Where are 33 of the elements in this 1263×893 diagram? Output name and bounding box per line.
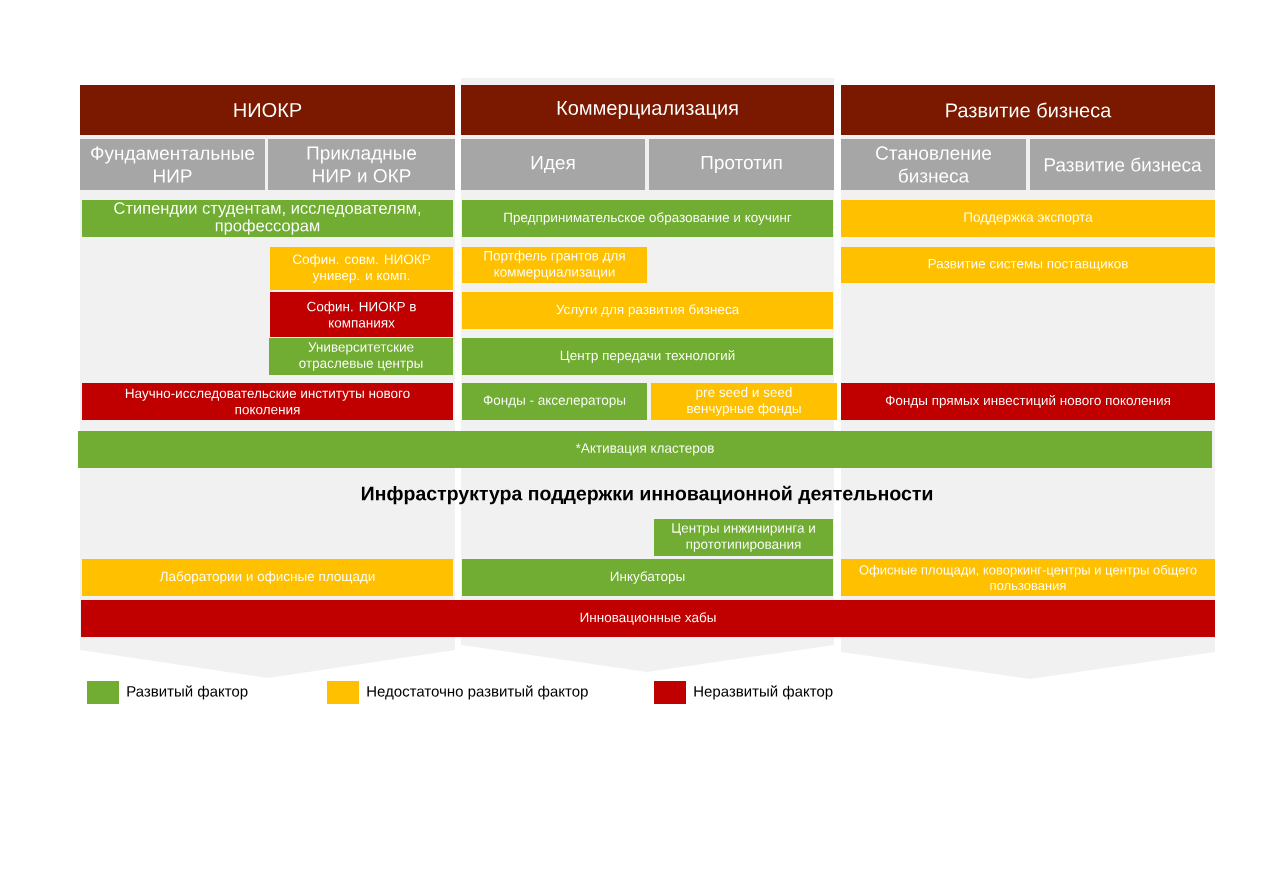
stage-header: Развитие бизнеса (841, 85, 1215, 135)
phase-header: Развитие бизнеса (1030, 139, 1215, 190)
factor-box: Портфель грантов для коммерциализации (462, 247, 647, 283)
factor-box: Софин. совм. НИОКР универ. и комп. (270, 247, 453, 290)
section-heading: Инфраструктура поддержки инновационной деятельности (361, 485, 933, 505)
phase-header: Идея (461, 139, 645, 190)
factor-box: Инкубаторы (462, 559, 833, 596)
factor-box: Центр передачи технологий (462, 338, 833, 375)
factor-box: Университетские отраслевые центры (269, 338, 453, 375)
factor-box: Фонды прямых инвестиций нового поколения (841, 383, 1215, 420)
legend-label: Развитый фактор (127, 685, 248, 700)
factor-box: Инновационные хабы (81, 600, 1215, 637)
factor-box: *Активация кластеров (78, 431, 1212, 468)
phase-header: Фундаментальные НИР (80, 139, 265, 190)
factor-box: Научно-исследовательские институты нового поколения (82, 383, 453, 420)
factor-box: Офисные площади, коворкинг-центры и центры общего пользования (841, 559, 1215, 596)
factor-box: Предпринимательское образование и коучинг (462, 200, 833, 237)
factor-box: Стипендии студентам, исследователям, профессорам (82, 200, 453, 237)
factor-box: Лаборатории и офисные площади (82, 559, 453, 596)
stage-header: Коммерциализация (461, 85, 834, 135)
factor-box: Развитие системы поставщиков (841, 247, 1215, 283)
factor-box: Центры инжиниринга и прототипирования (654, 519, 833, 556)
factor-box: pre seed и seed венчурные фонды (651, 383, 837, 420)
factor-box: Поддержка экспорта (841, 200, 1215, 237)
phase-header: Прикладные НИР и ОКР (268, 139, 455, 190)
stage-header: НИОКР (80, 85, 455, 135)
factor-box: Услуги для развития бизнеса (462, 292, 833, 329)
phase-header: Прототип (649, 139, 834, 190)
factor-box: Фонды - акселераторы (462, 383, 647, 420)
factor-box: Софин. НИОКР в компаниях (270, 292, 453, 337)
legend-label: Неразвитый фактор (694, 685, 833, 700)
phase-header: Становление бизнеса (841, 139, 1026, 190)
legend-label: Недостаточно развитый фактор (367, 685, 588, 700)
